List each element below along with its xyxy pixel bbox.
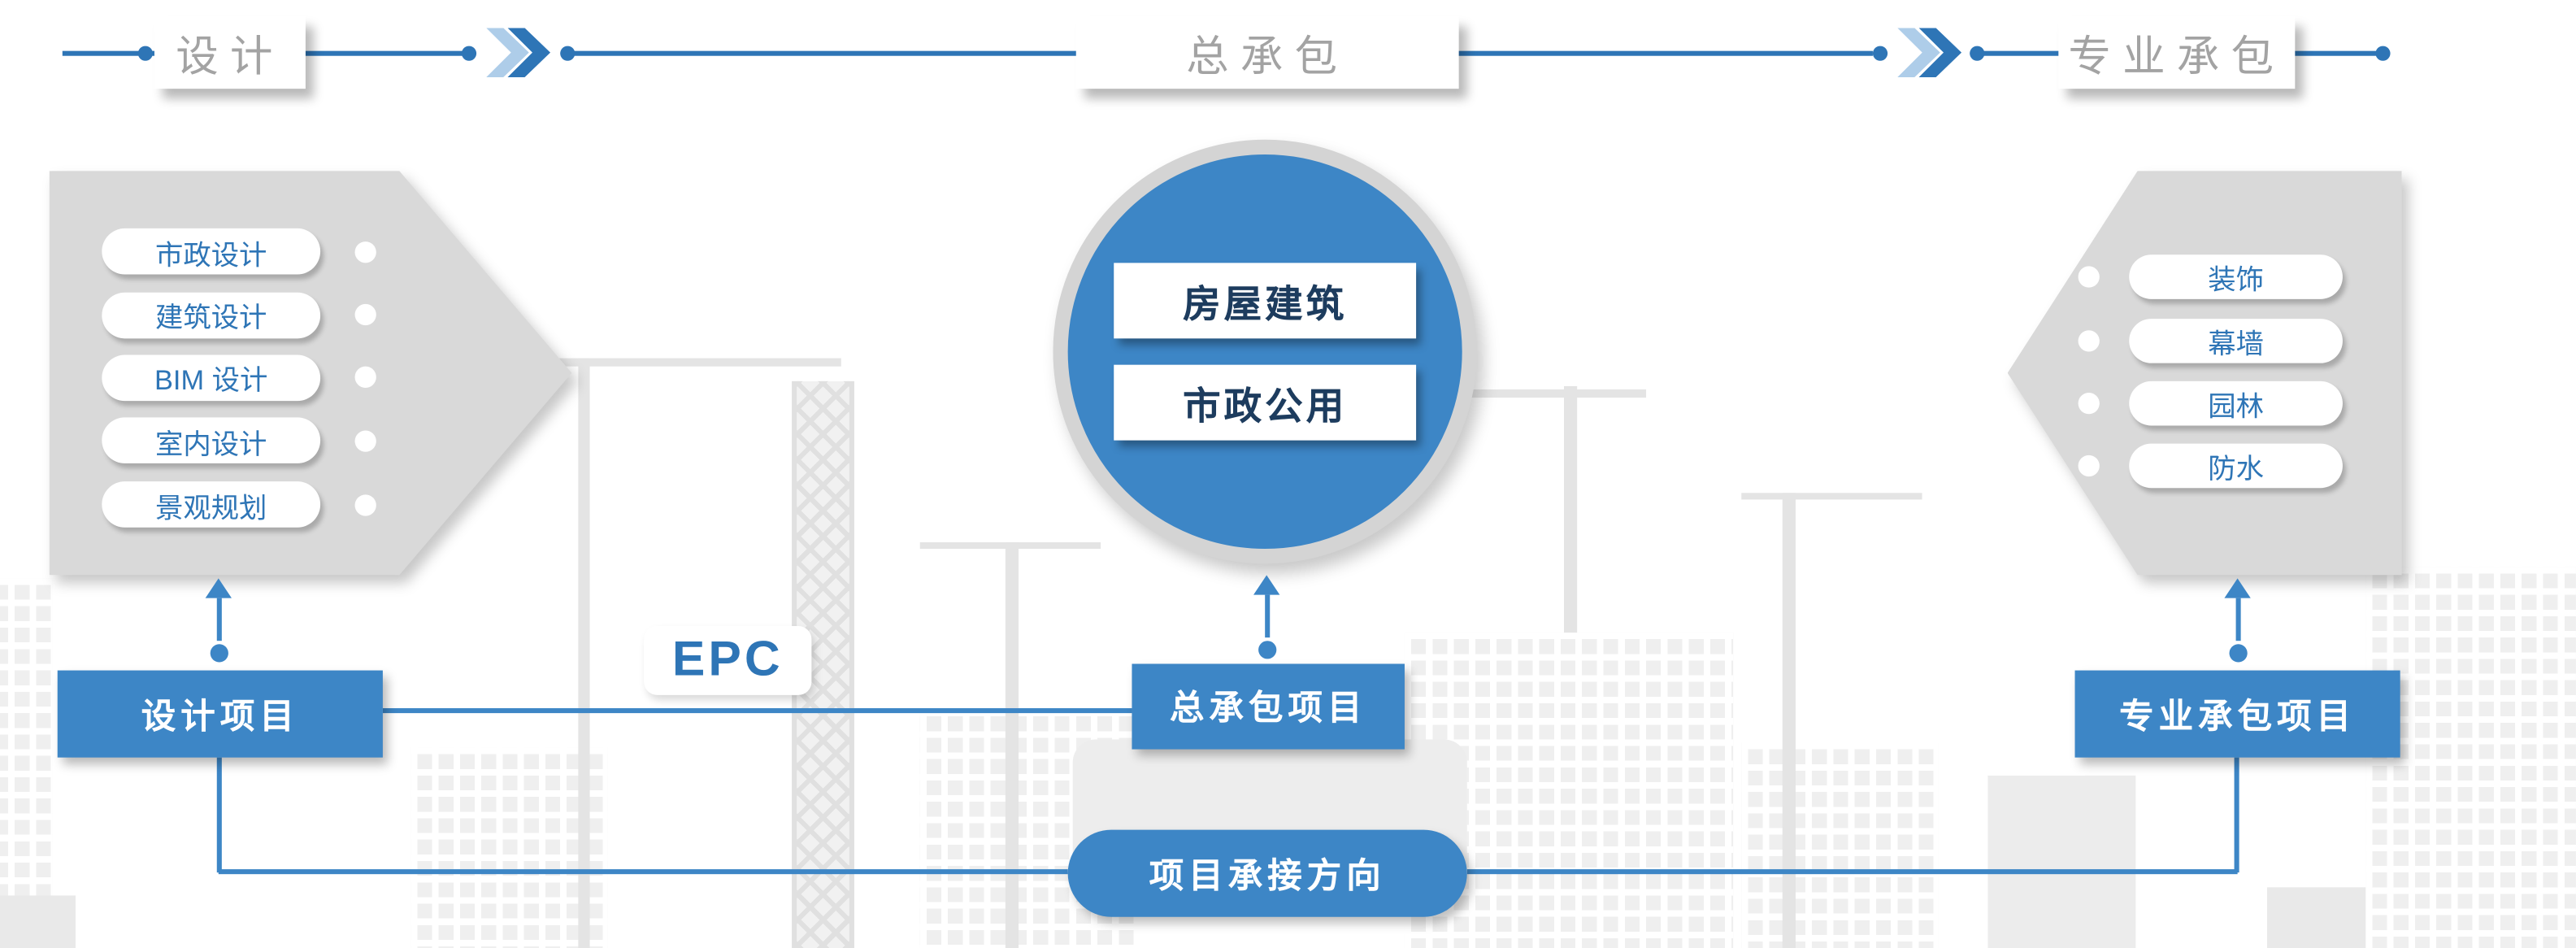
building-silhouette xyxy=(1741,742,1939,948)
stage-label-general-text: 总承包 xyxy=(1186,30,1349,80)
design-service-label: 建筑设计 xyxy=(154,302,267,334)
arrow-shaft xyxy=(215,598,221,641)
stage-label-general: 总承包 xyxy=(1075,16,1459,89)
professional-service-label: 防水 xyxy=(2208,453,2264,485)
professional-service-label: 园林 xyxy=(2208,389,2264,422)
connector-left-vertical xyxy=(216,757,221,873)
arrow-head-icon xyxy=(2224,578,2251,598)
crane-silhouette xyxy=(1563,385,1578,633)
design-service-item: BIM 设计 xyxy=(102,354,321,401)
professional-services-panel xyxy=(2007,171,2402,576)
bullet-dot xyxy=(2078,329,2100,351)
crane-jib-silhouette xyxy=(1399,389,1647,398)
design-service-label: 景观规划 xyxy=(154,492,267,524)
scope-municipal-box: 市政公用 xyxy=(1114,364,1417,441)
professional-service-item: 防水 xyxy=(2129,443,2343,489)
professional-service-item: 幕墙 xyxy=(2129,318,2343,363)
line-dot xyxy=(560,45,576,60)
professional-project-box: 专业承包项目 xyxy=(2074,670,2400,758)
design-project-label: 设计项目 xyxy=(141,697,299,736)
arrow-base-dot xyxy=(209,644,228,663)
professional-service-item: 装饰 xyxy=(2129,254,2343,299)
building-silhouette xyxy=(0,895,76,948)
project-direction-pill: 项目承接方向 xyxy=(1067,829,1467,917)
building-silhouette xyxy=(2365,567,2576,948)
bullet-dot xyxy=(2078,392,2100,414)
crane-jib-silhouette xyxy=(1741,493,1922,500)
connector-left-horizontal xyxy=(218,869,1068,874)
crane-silhouette xyxy=(1005,541,1019,948)
scope-municipal-label: 市政公用 xyxy=(1183,384,1348,428)
line-dot xyxy=(1872,45,1888,60)
project-direction-label: 项目承接方向 xyxy=(1149,856,1386,895)
flow-line-segment xyxy=(62,50,145,55)
general-project-box: 总承包项目 xyxy=(1132,663,1405,750)
design-service-item: 建筑设计 xyxy=(102,291,321,338)
stage-label-professional-text: 专业承包 xyxy=(2068,30,2286,80)
bullet-dot xyxy=(354,494,376,515)
professional-service-item: 园林 xyxy=(2129,380,2343,425)
building-silhouette xyxy=(411,747,608,948)
general-project-label: 总承包项目 xyxy=(1169,689,1367,728)
professional-service-label: 装饰 xyxy=(2208,264,2264,296)
line-dot xyxy=(1970,45,1985,60)
design-service-label: 市政设计 xyxy=(154,239,267,271)
up-arrow-design xyxy=(204,578,233,663)
up-arrow-professional xyxy=(2222,578,2252,663)
line-dot xyxy=(461,45,477,60)
connector-right-vertical xyxy=(2234,757,2239,873)
crane-silhouette xyxy=(1782,493,1796,948)
design-service-item: 室内设计 xyxy=(102,417,321,463)
epc-label: EPC xyxy=(671,633,784,687)
bullet-dot xyxy=(2078,266,2100,288)
crane-silhouette xyxy=(578,358,590,948)
arrow-base-dot xyxy=(2228,644,2247,663)
double-chevron-icon xyxy=(486,28,552,77)
bullet-dot xyxy=(2078,454,2100,477)
building-silhouette xyxy=(2266,887,2366,948)
professional-project-label: 专业承包项目 xyxy=(2119,697,2357,736)
bullet-dot xyxy=(354,366,376,388)
bullet-dot xyxy=(354,303,376,326)
design-service-label: BIM 设计 xyxy=(154,364,268,397)
stage-label-design-text: 设计 xyxy=(176,30,285,80)
stage-label-design: 设计 xyxy=(154,16,306,89)
crane-jib-silhouette xyxy=(528,358,841,367)
double-chevron-icon xyxy=(1897,28,1963,77)
design-service-item: 景观规划 xyxy=(102,481,321,528)
line-dot xyxy=(2375,45,2391,60)
design-project-box: 设计项目 xyxy=(57,670,383,758)
stage-label-professional: 专业承包 xyxy=(2058,16,2296,89)
professional-service-label: 幕墙 xyxy=(2208,328,2264,359)
bullet-dot xyxy=(354,241,376,263)
up-arrow-general xyxy=(1252,575,1281,659)
connector-right-horizontal xyxy=(1466,869,2238,874)
bullet-dot xyxy=(354,429,376,451)
line-dot xyxy=(137,45,153,60)
connector-epc-line xyxy=(382,708,1132,713)
building-silhouette xyxy=(1987,775,2136,948)
arrow-shaft xyxy=(1264,594,1270,638)
scope-housing-label: 房屋建筑 xyxy=(1183,282,1348,326)
arrow-base-dot xyxy=(1258,641,1276,659)
flow-line-segment xyxy=(150,50,465,55)
scope-housing-box: 房屋建筑 xyxy=(1114,263,1417,339)
arrow-head-icon xyxy=(1253,575,1280,595)
crane-jib-silhouette xyxy=(919,541,1101,550)
arrow-head-icon xyxy=(205,578,232,598)
arrow-shaft xyxy=(2235,598,2240,641)
design-service-item: 市政设计 xyxy=(102,228,321,275)
epc-badge: EPC xyxy=(644,626,812,695)
building-silhouette xyxy=(0,578,53,948)
design-service-label: 室内设计 xyxy=(154,428,267,459)
